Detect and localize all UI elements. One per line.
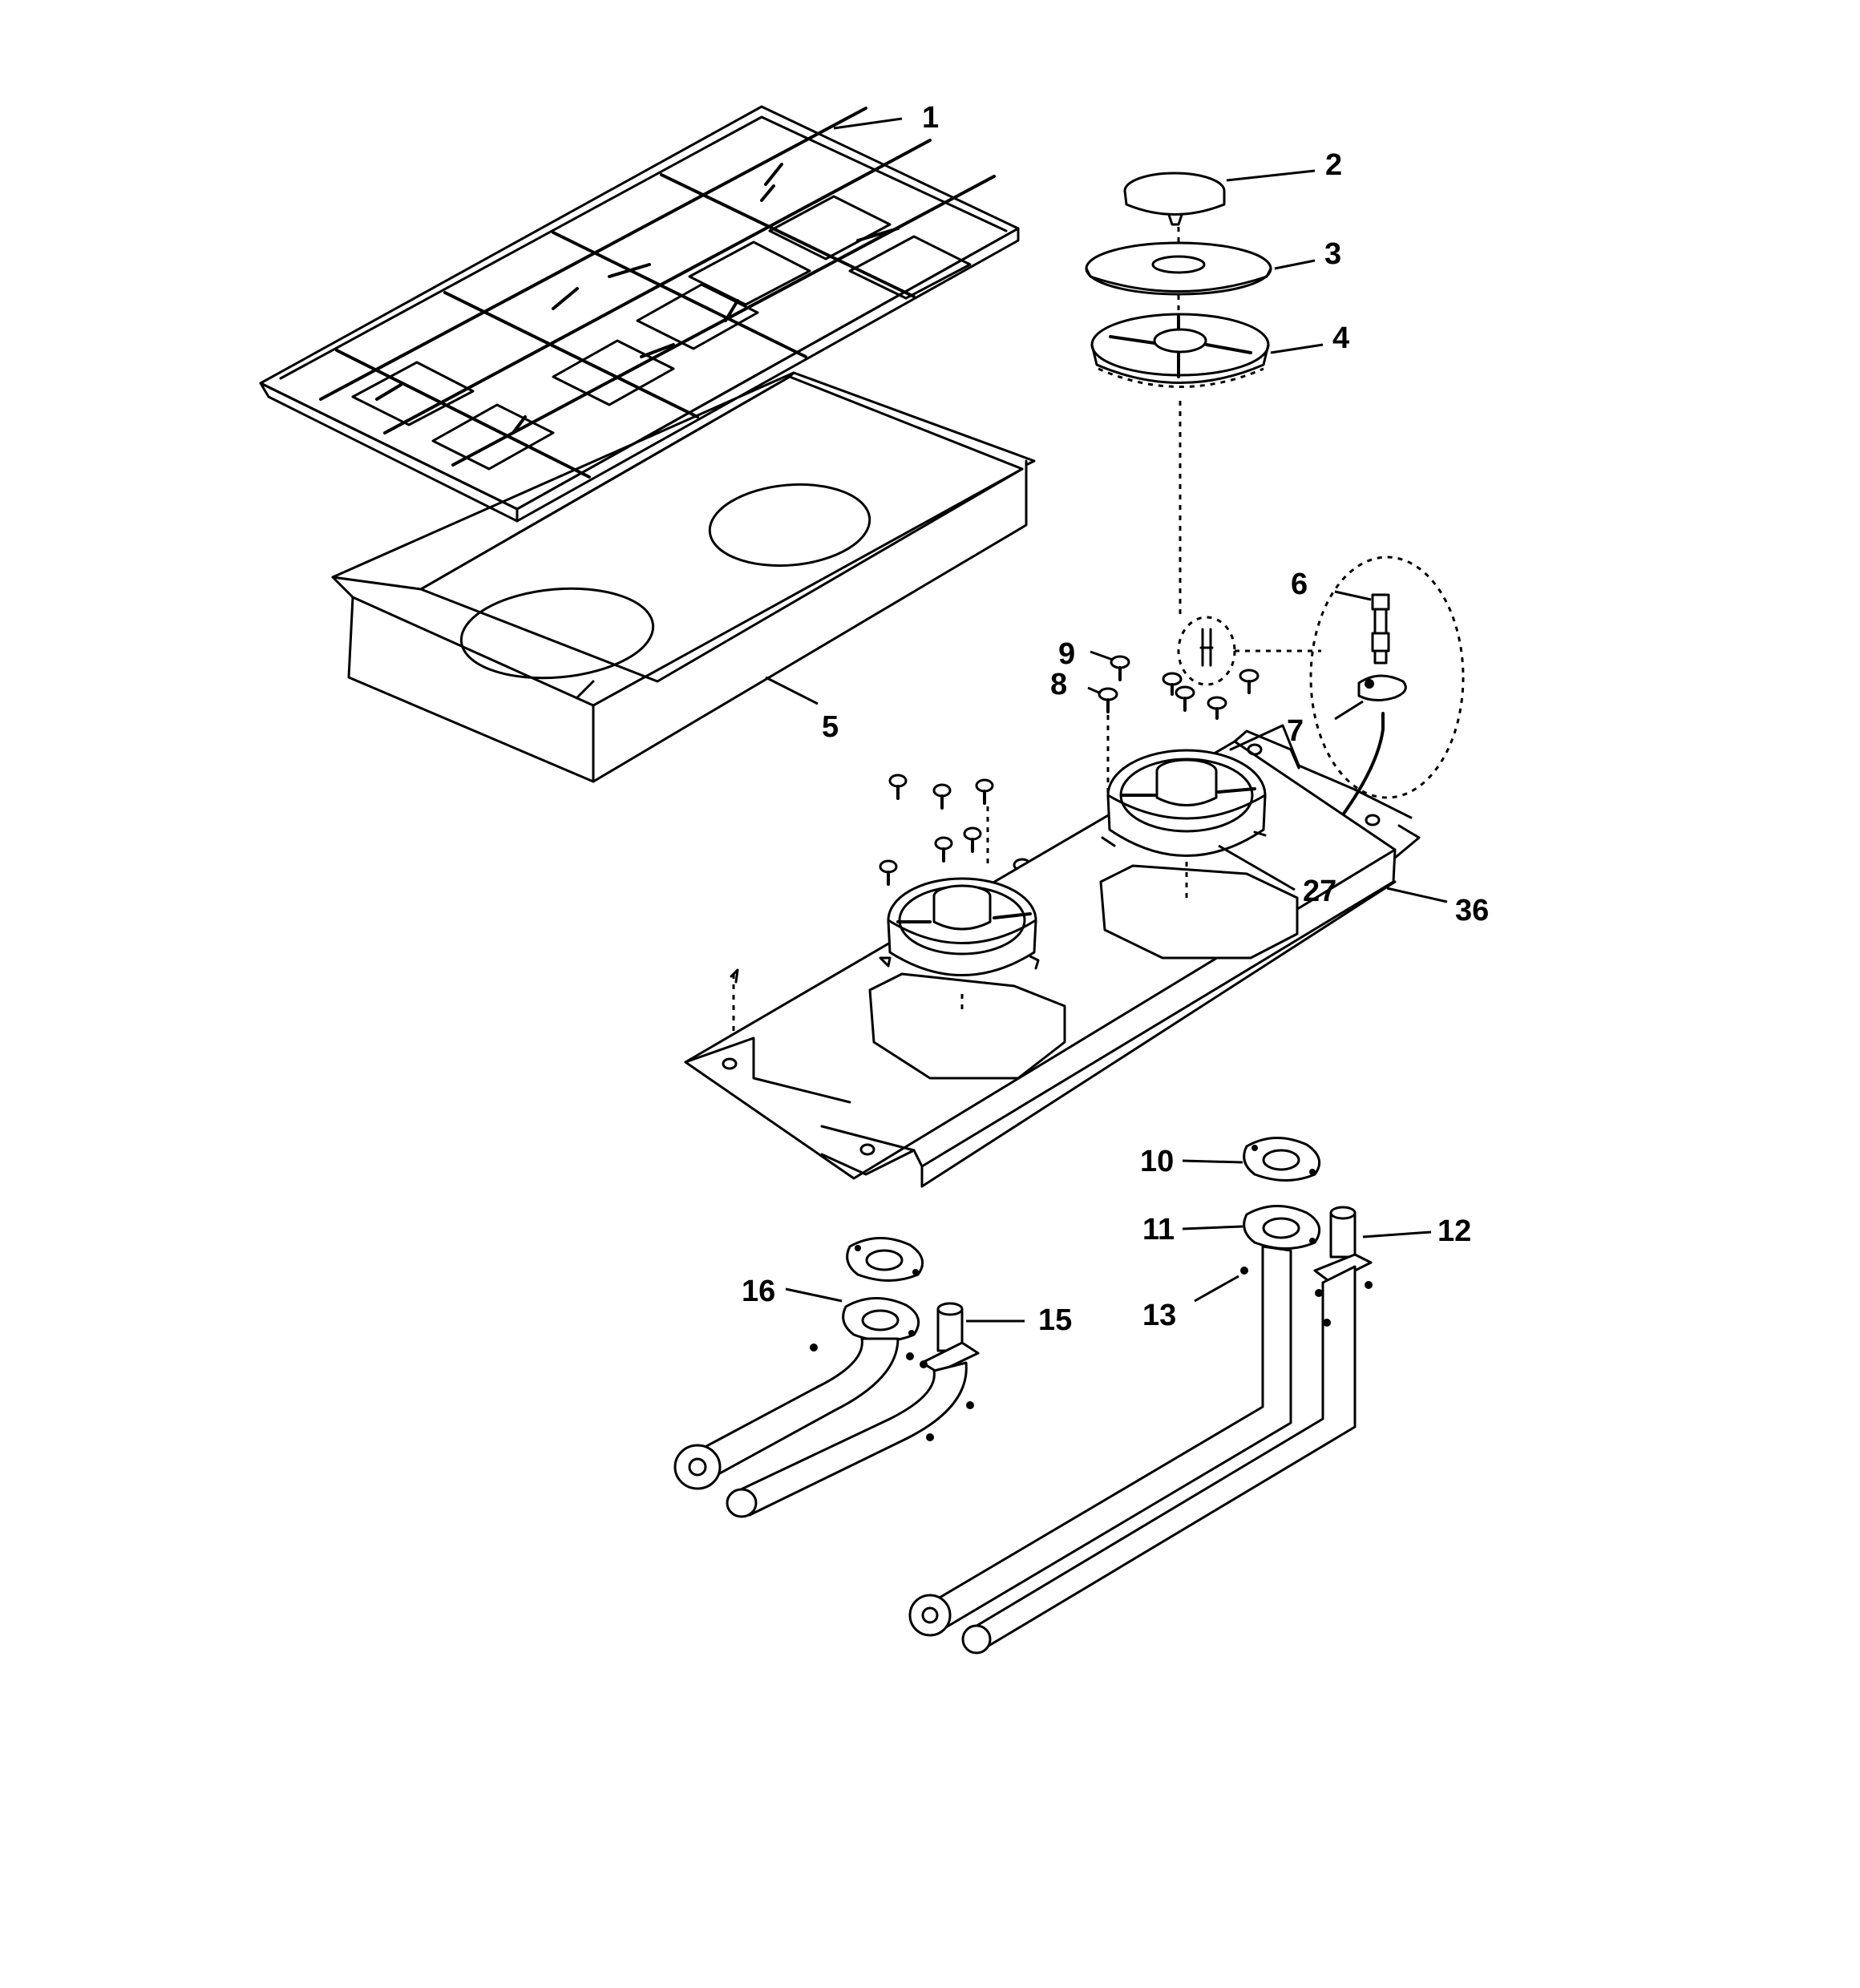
igniter-detail	[1177, 556, 1465, 827]
burner-box-part	[684, 724, 1421, 1188]
callout-8: 8	[1050, 668, 1068, 701]
screw-left-6	[879, 859, 898, 886]
grate-part	[259, 105, 1020, 523]
callout-16: 16	[742, 1275, 776, 1308]
screw-left-3	[975, 778, 994, 805]
callout-11: 11	[1142, 1213, 1175, 1247]
electrode-part	[1371, 593, 1390, 665]
gasket-10	[1243, 1137, 1321, 1182]
burner-base-part	[1090, 313, 1270, 388]
tube-15	[726, 1302, 980, 1518]
screw-top-1	[1162, 672, 1183, 696]
screw-8	[1098, 687, 1118, 713]
screw-top-4	[1239, 669, 1260, 694]
leader-lines	[765, 117, 1448, 1323]
gasket-16	[842, 1297, 920, 1342]
tube-12	[961, 1206, 1373, 1655]
burner-ring-right	[1101, 749, 1267, 902]
callout-4: 4	[1332, 321, 1350, 355]
callout-7: 7	[1287, 714, 1304, 748]
burner-head-part	[1085, 241, 1272, 296]
screw-9	[1110, 655, 1130, 681]
callout-15: 15	[1038, 1303, 1073, 1337]
callout-27: 27	[1303, 875, 1337, 908]
electrode-clip-part	[1357, 674, 1407, 701]
callout-9: 9	[1058, 637, 1076, 671]
callout-6: 6	[1291, 568, 1308, 601]
screw-left-5	[963, 826, 982, 853]
callout-2: 2	[1325, 148, 1343, 182]
drip-pan-part	[331, 371, 1036, 783]
left-tube-set	[673, 1237, 980, 1518]
callout-5: 5	[822, 710, 839, 744]
callout-12: 12	[1437, 1214, 1472, 1248]
gasket-11	[1243, 1205, 1321, 1250]
callout-10: 10	[1140, 1145, 1175, 1178]
gasket-16-upper	[846, 1237, 924, 1282]
callout-36: 36	[1455, 894, 1490, 927]
screw-left-2	[932, 783, 952, 810]
burner-cap-part	[1123, 172, 1226, 226]
tube-16	[673, 1337, 900, 1490]
right-tube-set	[908, 1137, 1373, 1655]
callout-13: 13	[1142, 1299, 1177, 1332]
screw-left-1	[888, 774, 908, 800]
callout-3: 3	[1324, 237, 1342, 271]
screw-top-3	[1207, 696, 1227, 720]
screw-top-2	[1175, 685, 1195, 712]
burner-ring-left	[879, 877, 1040, 1014]
callout-1: 1	[922, 101, 940, 135]
screw-left-4	[934, 836, 953, 863]
tube-13	[908, 1245, 1292, 1637]
